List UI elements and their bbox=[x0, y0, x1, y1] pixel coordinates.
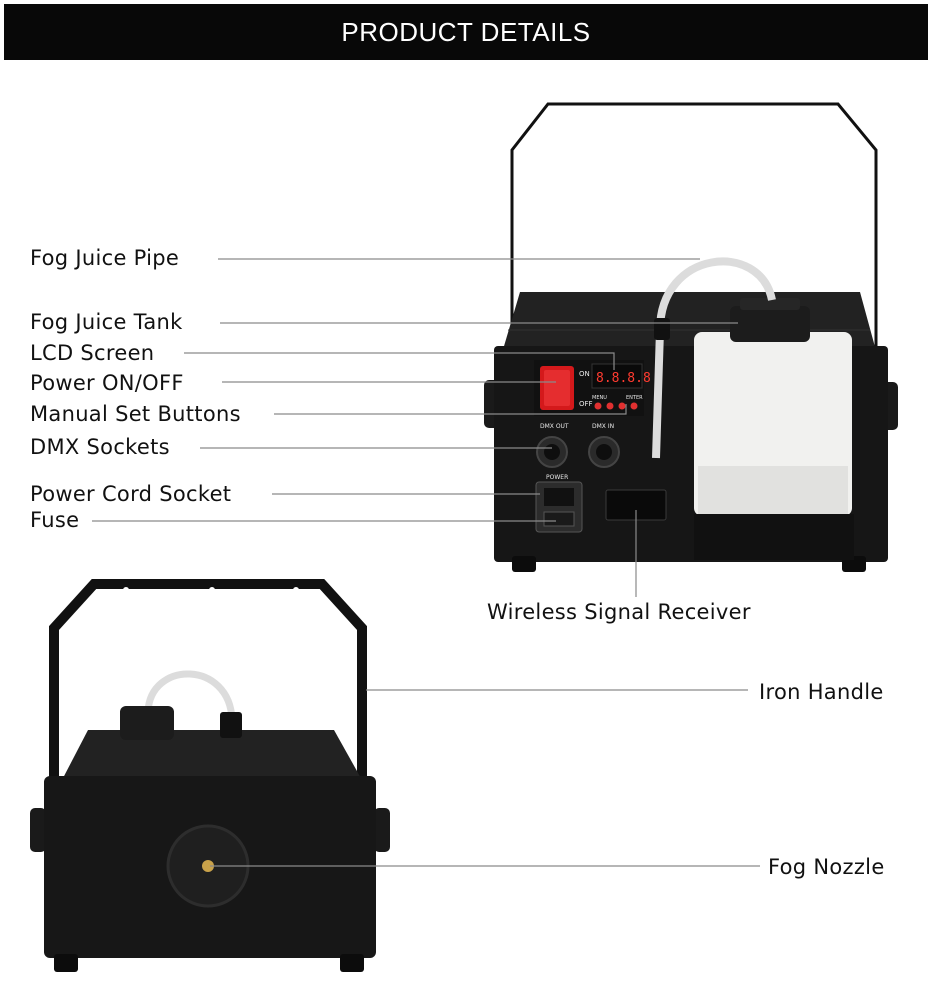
label-power-on-off: Power ON/OFF bbox=[30, 371, 184, 395]
set-button-enter[interactable] bbox=[630, 402, 638, 410]
label-power-cord-socket: Power Cord Socket bbox=[30, 482, 232, 506]
tank-cap bbox=[730, 306, 810, 342]
label-fog-juice-pipe: Fog Juice Pipe bbox=[30, 246, 180, 270]
label-fog-juice-tank: Fog Juice Tank bbox=[30, 310, 183, 334]
label-fog-nozzle: Fog Nozzle bbox=[768, 855, 885, 879]
panel-enter-text: ENTER bbox=[626, 395, 643, 401]
product-details-banner: PRODUCT DETAILS bbox=[4, 4, 928, 60]
label-fuse: Fuse bbox=[30, 508, 80, 532]
banner-title: PRODUCT DETAILS bbox=[341, 16, 591, 47]
rear-view-machine bbox=[484, 102, 898, 572]
panel-off-text: OFF bbox=[579, 400, 593, 408]
label-lcd-screen: LCD Screen bbox=[30, 341, 155, 365]
lcd-digits: 8.8.8.8 bbox=[596, 371, 651, 386]
fog-juice-pipe bbox=[656, 257, 776, 331]
iron-handle bbox=[49, 579, 367, 800]
label-iron-handle: Iron Handle bbox=[759, 680, 884, 704]
set-button-up[interactable] bbox=[606, 402, 614, 410]
panel-menu-text: MENU bbox=[592, 395, 607, 401]
callout-leaders bbox=[92, 258, 760, 867]
panel-dmx-in-text: DMX IN bbox=[592, 423, 614, 430]
front-view-machine bbox=[30, 579, 390, 972]
label-wireless-signal-receiver: Wireless Signal Receiver bbox=[487, 600, 751, 624]
set-button-down[interactable] bbox=[618, 402, 626, 410]
panel-on-text: ON bbox=[579, 370, 590, 378]
set-button-menu[interactable] bbox=[594, 402, 602, 410]
label-dmx-sockets: DMX Sockets bbox=[30, 435, 170, 459]
fuse-holder bbox=[543, 511, 575, 527]
rear-handle bbox=[510, 102, 878, 368]
label-manual-set-buttons: Manual Set Buttons bbox=[30, 402, 241, 426]
lcd-screen bbox=[591, 363, 643, 389]
panel-dmx-out-text: DMX OUT bbox=[540, 423, 569, 430]
panel-power-text: POWER bbox=[546, 474, 568, 481]
